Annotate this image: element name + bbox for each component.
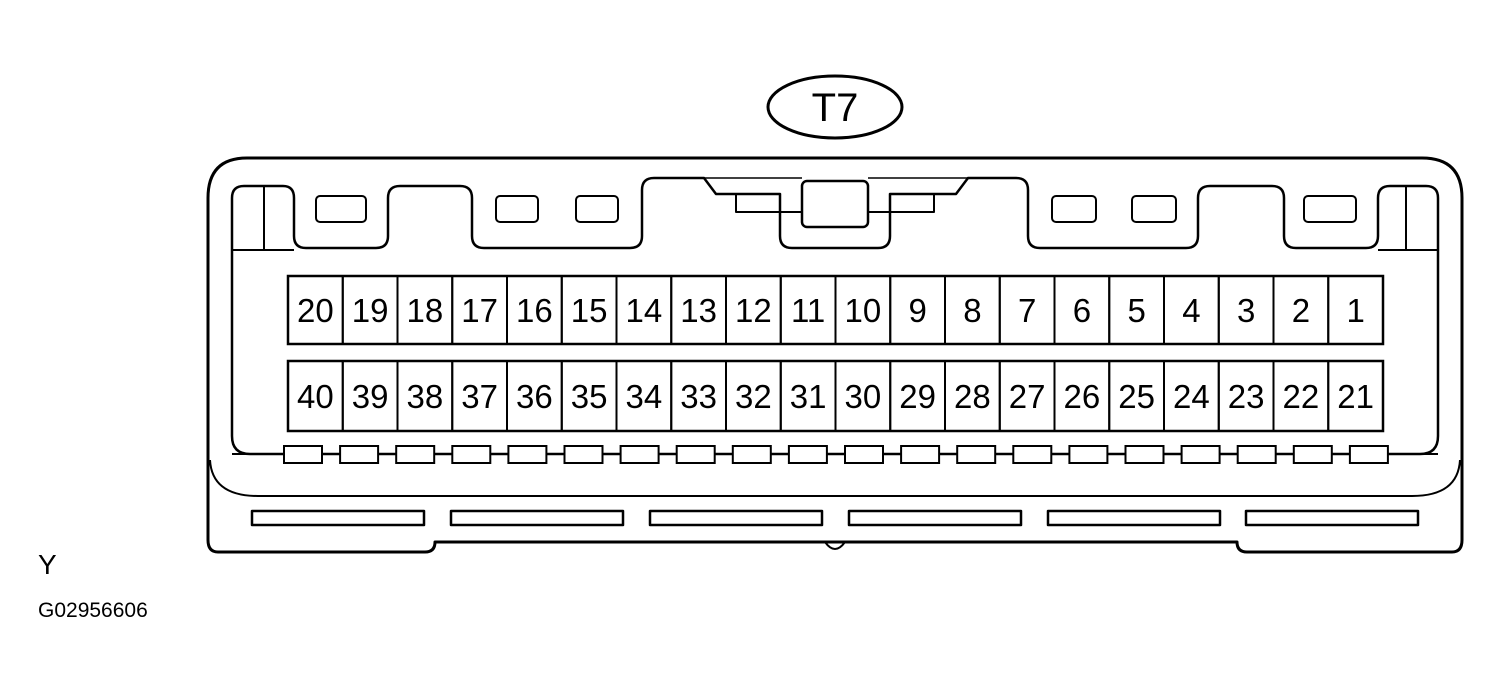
pin-label: 14	[626, 292, 663, 329]
terminal-tab	[731, 445, 772, 464]
terminal-tab	[1068, 445, 1109, 464]
pin-label: 36	[516, 378, 553, 415]
terminal-tab	[844, 445, 884, 464]
pin-label: 30	[845, 378, 882, 415]
pin-label: 1	[1346, 292, 1364, 329]
pin-label: 40	[297, 378, 334, 415]
connector-id-callout: T7	[766, 74, 904, 140]
pin-label: 27	[1009, 378, 1046, 415]
pin-label: 29	[899, 378, 936, 415]
pin-label: 25	[1118, 378, 1155, 415]
pin-label: 23	[1228, 378, 1265, 415]
terminal-tab	[339, 445, 380, 464]
terminal-tab	[900, 445, 941, 464]
terminal-tab	[787, 445, 828, 464]
connector-color-code: Y	[38, 549, 57, 580]
terminal-tabs	[283, 445, 1389, 464]
terminal-tab	[956, 445, 997, 464]
terminal-tab	[1348, 445, 1389, 464]
pin-label: 17	[461, 292, 498, 329]
terminal-tab	[619, 445, 660, 464]
housing-groove	[435, 541, 1237, 550]
housing-skirt	[209, 459, 1461, 497]
pin-label: 2	[1292, 292, 1310, 329]
pin-label: 26	[1064, 378, 1101, 415]
pin-label: 18	[407, 292, 444, 329]
pin-label: 3	[1237, 292, 1255, 329]
pin-label: 31	[790, 378, 827, 415]
pin-label: 34	[626, 378, 663, 415]
latch-windows	[315, 195, 1357, 223]
pin-label: 19	[352, 292, 389, 329]
housing-outline	[206, 156, 1464, 554]
terminal-tab	[1180, 445, 1221, 464]
connector-id-ellipse	[766, 74, 904, 140]
terminal-tab	[451, 445, 492, 464]
pin-label: 20	[297, 292, 334, 329]
pin-label: 6	[1073, 292, 1091, 329]
pin-cell	[1327, 360, 1384, 432]
inner-cavity	[230, 176, 1440, 456]
pin-label: 5	[1127, 292, 1145, 329]
pin-label: 15	[571, 292, 608, 329]
pin-label: 11	[791, 292, 825, 329]
pin-label: 13	[680, 292, 717, 329]
connector-id-label: T7	[812, 86, 859, 130]
bottom-slots	[250, 509, 1420, 527]
pin-label: 33	[680, 378, 717, 415]
terminal-tab	[1124, 445, 1165, 464]
pin-label: 22	[1283, 378, 1320, 415]
terminal-tab	[507, 445, 548, 464]
pin-cell	[1327, 275, 1384, 345]
pin-label: 21	[1337, 378, 1374, 415]
pin-label: 12	[735, 292, 772, 329]
pin-label: 37	[461, 378, 498, 415]
terminal-tab	[1012, 445, 1053, 464]
pin-label: 38	[407, 378, 444, 415]
pin-label: 16	[516, 292, 553, 329]
terminal-tab	[395, 445, 436, 464]
pin-label: 9	[908, 292, 926, 329]
pin-label: 28	[954, 378, 991, 415]
terminal-tab	[675, 445, 716, 464]
pin-label: 10	[845, 292, 882, 329]
figure-code: G02956606	[38, 599, 148, 622]
pin-label: 35	[571, 378, 608, 415]
center-key	[800, 179, 870, 229]
pin-label: 39	[352, 378, 389, 415]
terminal-tab	[1236, 445, 1277, 464]
pin-label: 8	[963, 292, 981, 329]
pin-label: 4	[1182, 292, 1200, 329]
terminal-tab	[563, 445, 604, 464]
connector-housing	[206, 156, 1464, 554]
terminal-tab	[283, 445, 323, 464]
pin-label: 32	[735, 378, 772, 415]
pin-label: 24	[1173, 378, 1210, 415]
terminal-tab	[1292, 445, 1333, 464]
pin-label: 7	[1018, 292, 1036, 329]
